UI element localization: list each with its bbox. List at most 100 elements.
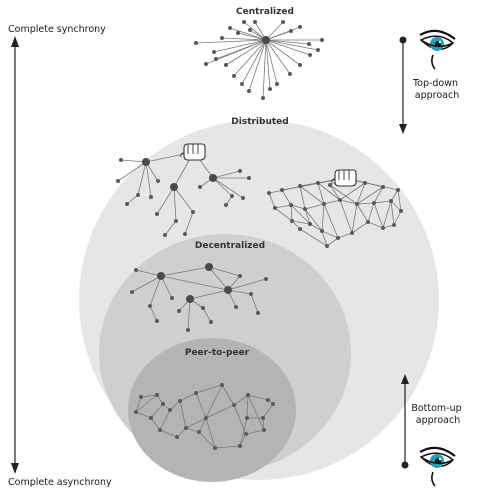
network-edge — [339, 182, 366, 201]
network-node — [232, 74, 236, 78]
arrow-down-icon — [399, 124, 407, 134]
network-node — [267, 191, 271, 195]
network-node — [316, 181, 320, 185]
hub-node — [209, 174, 217, 182]
network-node — [281, 20, 285, 24]
network-edge — [373, 202, 384, 229]
network-edge — [299, 228, 328, 247]
network-edge — [164, 220, 177, 236]
network-edge — [367, 202, 375, 223]
network-edge — [265, 39, 278, 85]
network-node — [355, 202, 359, 206]
network-edge — [149, 305, 158, 322]
network-node — [155, 319, 159, 323]
arrow-up-icon — [401, 374, 409, 384]
network-node — [184, 426, 188, 430]
network-node — [350, 231, 354, 235]
hub-node — [205, 263, 213, 271]
network-edge — [185, 427, 200, 433]
network-edge — [176, 427, 187, 438]
network-node — [245, 416, 249, 420]
network-edge — [160, 275, 229, 291]
hub-node — [142, 158, 150, 166]
network-edge — [247, 394, 265, 431]
network-edge — [233, 394, 249, 406]
network-edge — [356, 182, 366, 205]
network-node — [204, 62, 208, 66]
network-node — [298, 63, 302, 67]
network-edge — [241, 39, 267, 85]
network-node — [177, 309, 181, 313]
network-edge — [321, 230, 328, 247]
network-edge — [229, 27, 267, 41]
network-node — [163, 233, 167, 237]
network-node — [308, 222, 312, 226]
network-node — [201, 306, 205, 310]
network-edge — [304, 208, 311, 225]
network-node — [316, 48, 320, 52]
network-edge — [382, 200, 392, 229]
network-node — [298, 25, 302, 29]
network-node — [209, 320, 213, 324]
network-edge — [268, 192, 276, 209]
network-edge — [265, 26, 301, 41]
network-node — [119, 158, 123, 162]
network-edge — [160, 275, 173, 299]
network-edge — [265, 39, 291, 75]
network-edge — [337, 232, 353, 239]
network-node — [148, 304, 152, 308]
network-node — [396, 188, 400, 192]
top-down-approach-label: Top-down approach — [412, 78, 461, 101]
complete-synchrony-label: Complete synchrony — [8, 24, 106, 35]
network-edge — [247, 394, 269, 401]
network-edge — [225, 39, 267, 66]
network-edge — [351, 203, 358, 234]
network-node — [389, 199, 393, 203]
network-node — [261, 96, 265, 100]
network-edge — [195, 384, 223, 394]
network-edge — [145, 161, 152, 198]
network-node — [322, 202, 326, 206]
network-node — [191, 210, 195, 214]
network-node — [268, 87, 272, 91]
network-node — [298, 227, 302, 231]
network-edge — [329, 184, 341, 201]
network-node — [280, 188, 284, 192]
network-edge — [237, 32, 267, 41]
network-node — [161, 402, 165, 406]
distributed-tree-network — [116, 150, 251, 237]
network-node — [155, 212, 159, 216]
network-edge — [265, 39, 301, 66]
network-node — [307, 42, 311, 46]
network-edge — [304, 203, 325, 210]
network-node — [232, 403, 236, 407]
network-node — [244, 432, 248, 436]
network-node — [125, 202, 129, 206]
peer-to-peer-region — [128, 338, 296, 482]
network-node — [198, 185, 202, 189]
network-edge — [187, 298, 191, 331]
network-node — [271, 402, 275, 406]
network-node — [289, 29, 293, 33]
network-edge — [150, 417, 161, 431]
network-edge — [356, 202, 375, 205]
network-node — [298, 184, 302, 188]
network-edge — [135, 411, 152, 419]
network-node — [197, 430, 201, 434]
network-edge — [169, 400, 181, 411]
network-edge — [208, 266, 241, 277]
hub-node — [186, 295, 194, 303]
hub-node — [262, 36, 270, 44]
distributed-title: Distributed — [231, 117, 288, 127]
network-node — [320, 229, 324, 233]
network-node — [158, 428, 162, 432]
network-edge — [351, 221, 369, 234]
peer-to-peer-title: Peer-to-peer — [185, 348, 250, 358]
network-edge — [356, 186, 384, 205]
network-node — [186, 328, 190, 332]
network-node — [220, 36, 224, 40]
hand-icon — [331, 169, 357, 187]
network-node — [320, 38, 324, 42]
network-node — [253, 20, 257, 24]
network-edge — [290, 204, 306, 210]
